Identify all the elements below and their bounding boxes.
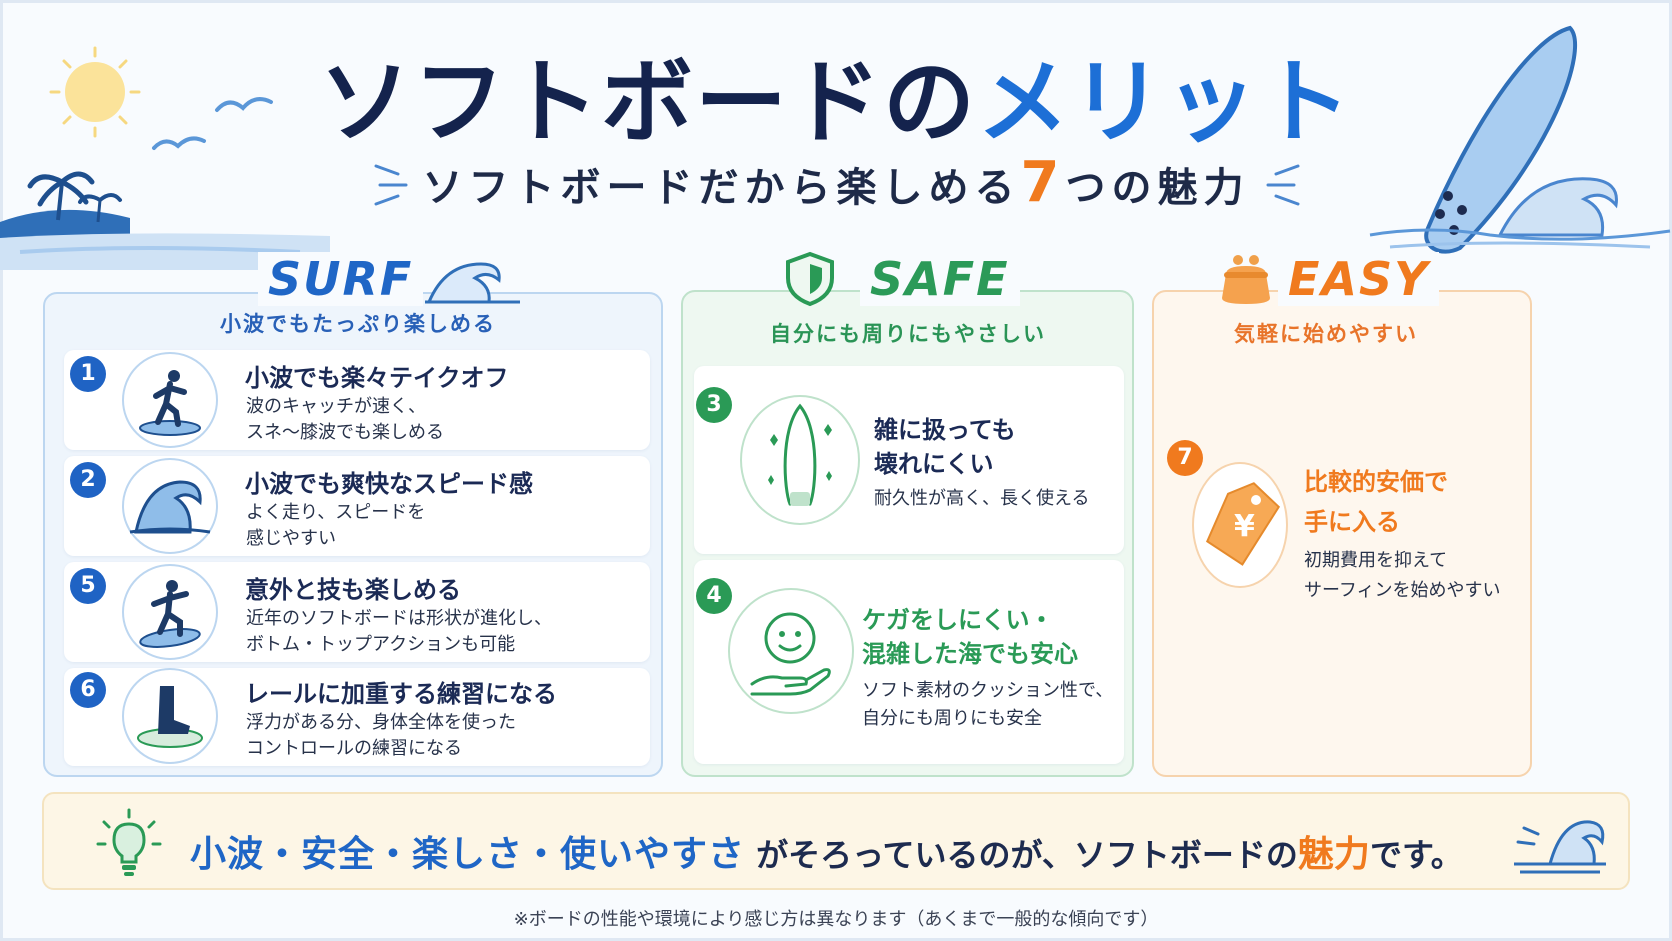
item-number-badge: 4 (696, 578, 732, 614)
surf-heading: SURF (258, 252, 424, 306)
page-title: ソフトボードのメリット (318, 49, 1354, 156)
item-desc-line: 耐久性が高く、長く使える (874, 488, 1090, 509)
item-number-badge: 1 (70, 356, 106, 392)
item-title: 雑に扱っても (874, 416, 1016, 444)
wave-icon (1514, 820, 1606, 874)
item-number-badge: 3 (696, 387, 732, 423)
item-desc-line: サーフィンを始めやすい (1304, 580, 1501, 601)
seagull-icon (215, 97, 273, 112)
item-desc-line: ソフト素材のクッション性で、 (862, 680, 1114, 701)
item-desc-line: よく走り、スピードを (246, 502, 426, 523)
title-accent: メリット (977, 49, 1354, 156)
safe-heading: SAFE (860, 252, 1020, 306)
shield-icon (786, 251, 834, 307)
item-title: 混雑した海でも安心 (862, 640, 1078, 668)
price-tag-icon: ¥ (1205, 482, 1281, 566)
item-desc-line: 近年のソフトボードは形状が進化し、 (246, 608, 552, 629)
subtitle-left-deco (374, 164, 408, 206)
easy-heading: EASY (1278, 252, 1440, 306)
item-title: 意外と技も楽しめる (245, 576, 461, 604)
subtitle-number: 7 (1020, 150, 1066, 215)
board-icon (768, 403, 832, 506)
item-title: 比較的安価で (1304, 468, 1448, 496)
item-desc-line: コントロールの練習になる (246, 738, 462, 759)
summary-keywords: 小波・安全・楽しさ・使いやすさ (190, 834, 746, 875)
item-desc-line: 初期費用を抑えて (1304, 550, 1448, 571)
summary-highlight: 魅力 (1297, 834, 1370, 875)
tag-symbol: ¥ (1234, 509, 1255, 544)
item-desc-line: スネ〜膝波でも楽しめる (246, 422, 444, 443)
summary-banner (42, 792, 1630, 890)
item-desc-line: 波のキャッチが速く、 (246, 396, 426, 417)
subtitle-right-deco (1266, 164, 1300, 206)
purse-icon (1222, 255, 1270, 304)
wave-icon (129, 480, 211, 534)
seagull-icon (152, 136, 206, 150)
smile-hand-icon (750, 612, 831, 696)
foot-icon (137, 686, 203, 748)
wave-icon (1369, 177, 1671, 249)
item-number-badge: 2 (70, 462, 106, 498)
item-desc-line: ボトム・トップアクションも可能 (246, 634, 516, 655)
item-title: 壊れにくい (874, 450, 994, 478)
item-number-badge: 7 (1167, 440, 1203, 476)
lightbulb-icon (96, 808, 162, 876)
sun-icon (49, 46, 141, 138)
item-number-badge: 6 (70, 672, 106, 708)
item-title: 手に入る (1304, 508, 1400, 536)
easy-tagline: 気軽に始めやすい (1234, 322, 1418, 346)
page-subtitle: ソフトボードだから楽しめる7つの魅力 (422, 150, 1250, 215)
item-desc-line: 浮力がある分、身体全体を使った (246, 712, 516, 733)
item-desc-line: 自分にも周りにも安全 (862, 708, 1042, 729)
surfer-icon (139, 580, 201, 648)
surfer-icon (139, 370, 201, 436)
surf-tagline: 小波でもたっぷり楽しめる (220, 312, 496, 336)
surfboard-icon (1424, 25, 1578, 254)
footnote: ※ボードの性能や環境により感じ方は異なります（あくまで一般的な傾向です） (513, 909, 1159, 930)
item-title: 小波でも楽々テイクオフ (245, 364, 509, 392)
item-title: ケガをしにくい・ (862, 606, 1054, 634)
summary-text: 小波・安全・楽しさ・使いやすさ がそろっているのが、ソフトボードの魅力です。 (190, 834, 1463, 875)
wave-icon (425, 262, 520, 304)
item-number-badge: 5 (70, 568, 106, 604)
item-title: 小波でも爽快なスピード感 (245, 470, 533, 498)
item-title: レールに加重する練習になる (245, 680, 557, 708)
palm-island-icon (0, 171, 330, 270)
item-desc-line: 感じやすい (246, 528, 336, 549)
safe-tagline: 自分にも周りにもやさしい (770, 322, 1046, 346)
